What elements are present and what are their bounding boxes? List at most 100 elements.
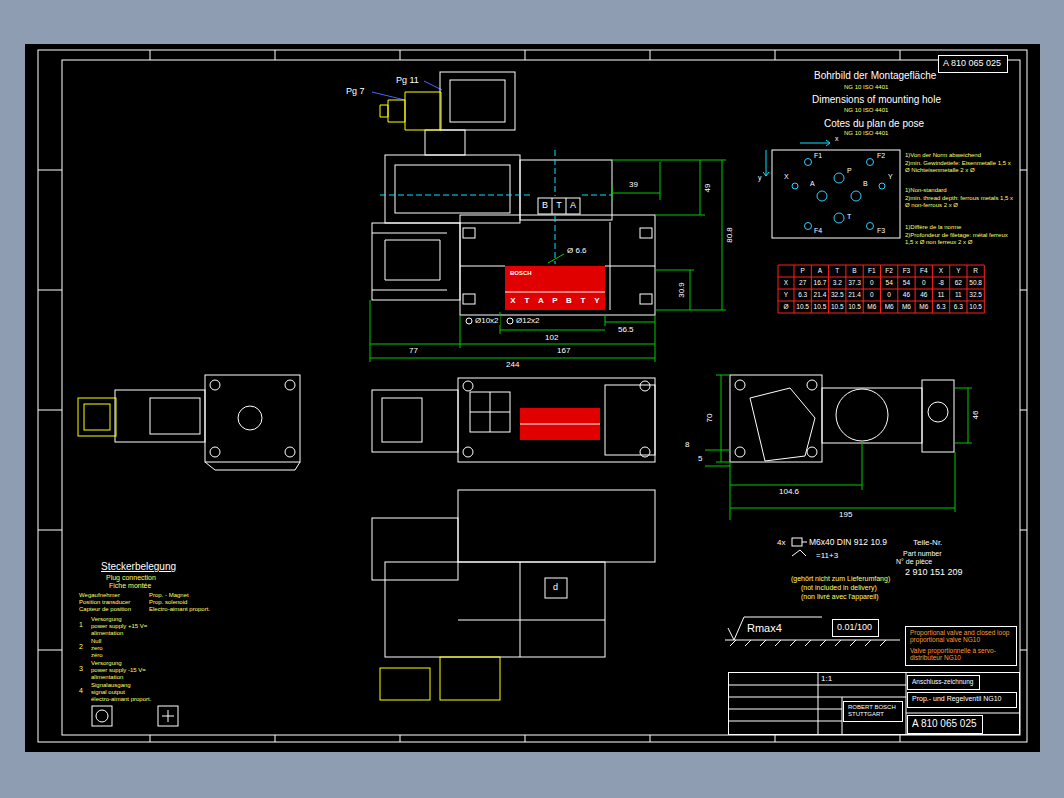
drawing-label: 2)min. thread depth: ferrous metals 1,5 … xyxy=(904,195,1016,209)
description-panel: Proportional valve and closed loop propo… xyxy=(905,626,1017,666)
valve-top-view xyxy=(382,398,422,442)
drawing-label: A xyxy=(567,200,579,210)
drawing-label: B xyxy=(862,180,869,188)
valve-top-view xyxy=(470,392,510,432)
pin-icon xyxy=(96,710,108,722)
table-grid xyxy=(932,265,933,313)
valve-front-view xyxy=(440,72,515,130)
table-grid xyxy=(778,313,984,314)
valve-bottom-view xyxy=(458,490,655,562)
node-text: Valve proportionnelle à servo-distribute… xyxy=(910,647,1012,662)
valve-right-view xyxy=(928,402,948,422)
dimension-line xyxy=(705,450,730,466)
drawing-label: T xyxy=(846,213,852,221)
drawing-label: 54 xyxy=(882,279,897,286)
drawing-label: T xyxy=(577,296,589,305)
valve-front-view xyxy=(460,215,655,315)
drawing-label: 70 xyxy=(705,413,714,424)
dimension-line xyxy=(955,388,972,443)
drawing-label: 8 xyxy=(684,440,690,449)
drawing-label: 102 xyxy=(544,333,559,342)
cable-plug xyxy=(78,398,116,436)
dimension-line xyxy=(716,375,730,462)
drawing-label: 0 xyxy=(882,291,897,298)
drawing-label: 11 xyxy=(933,291,948,298)
valve-front-view xyxy=(425,130,465,155)
drawing-label: 0 xyxy=(916,279,931,286)
valve-right-view xyxy=(922,380,954,452)
mounting-pattern xyxy=(867,159,874,166)
dimension-line xyxy=(730,452,955,512)
valve-top-view xyxy=(372,390,458,452)
drawing-label: M6 xyxy=(882,303,897,310)
dimension-line xyxy=(500,312,605,334)
pin-icon xyxy=(92,706,112,726)
valve-right-view xyxy=(750,388,815,461)
valve-right-view xyxy=(822,388,922,443)
table-grid xyxy=(984,265,985,313)
drawing-label: (gehört nicht zum Lieferumfang) xyxy=(790,575,891,583)
valve-top-view xyxy=(458,378,655,462)
drawing-label: 27 xyxy=(795,279,810,286)
valve-top-view xyxy=(640,381,650,391)
drawing-label: (non livré avec l'appareil) xyxy=(800,593,880,601)
table-grid xyxy=(778,265,984,313)
valve-front-view xyxy=(640,294,652,304)
drawing-label: power supply -15 V= xyxy=(90,667,147,674)
drawing-label: F3 xyxy=(876,227,886,235)
drawing-label: F1 xyxy=(864,267,879,274)
title-block-grid xyxy=(728,672,1020,735)
valve-right-view xyxy=(807,447,817,457)
center-line xyxy=(380,150,612,264)
valve-left-view xyxy=(285,447,295,457)
surface-symbol xyxy=(728,617,822,640)
drawing-label: alimentation xyxy=(90,630,124,637)
mounting-pattern xyxy=(851,191,861,201)
valve-front-view xyxy=(640,228,652,238)
drawing-label: BOSCH xyxy=(509,270,533,277)
mounting-pattern xyxy=(772,150,900,238)
drawing-label: 46 xyxy=(916,291,931,298)
drawing-label: y xyxy=(757,174,763,182)
drawing-label: d xyxy=(552,582,559,592)
pin-icon xyxy=(162,710,174,722)
drawing-label: NG 10 ISO 4401 xyxy=(843,107,889,114)
valve-left-view xyxy=(210,447,220,457)
drawing-label: électro-aimant proport. xyxy=(90,696,152,703)
drawing-label: Y xyxy=(887,173,894,181)
mounting-pattern xyxy=(817,191,827,201)
valve-right-view xyxy=(730,375,954,462)
drawing-label: NG 10 ISO 4401 xyxy=(843,130,889,137)
mounting-pattern xyxy=(792,183,798,189)
valve-left-view xyxy=(150,398,200,434)
table-grid xyxy=(863,265,864,313)
drawing-label: 21.4 xyxy=(847,291,862,298)
valve-bottom-view xyxy=(385,562,605,657)
drawing-label: 62 xyxy=(951,279,966,286)
drawing-label: 1)Non-standard xyxy=(904,187,948,194)
drawing-label: power supply +15 V= xyxy=(90,623,148,630)
valve-front-view xyxy=(372,233,447,290)
valve-left-view xyxy=(115,390,205,442)
drawing-label: 2)min. Gewindetiefe: Eisenmetalle 1,5 x … xyxy=(904,160,1016,174)
drawing-label: A xyxy=(535,296,547,305)
valve-front-view xyxy=(460,222,655,310)
drawing-label: 4 xyxy=(78,687,84,695)
drawing-label: B xyxy=(847,267,862,274)
drawing-label: Rmax4 xyxy=(746,622,783,635)
drawing-label: F2 xyxy=(876,152,886,160)
valve-front-view xyxy=(385,155,520,223)
drawing-label: Wegaufnehmer xyxy=(78,592,121,599)
drawing-number-box: A 810 065 025 xyxy=(938,55,1008,73)
valve-top-view xyxy=(605,385,655,455)
node-text: Proportional valve and closed loop propo… xyxy=(910,629,1012,644)
red-housing xyxy=(505,266,605,310)
table-grid xyxy=(778,265,984,266)
drawing-label: 50.8 xyxy=(968,279,983,286)
center-line xyxy=(380,150,612,264)
drawing-label: (not included in delivery) xyxy=(800,584,878,592)
mounting-pattern xyxy=(867,223,874,230)
table-grid xyxy=(915,265,916,313)
drawing-label: Pg 11 xyxy=(395,75,420,85)
red-housing xyxy=(520,408,600,440)
